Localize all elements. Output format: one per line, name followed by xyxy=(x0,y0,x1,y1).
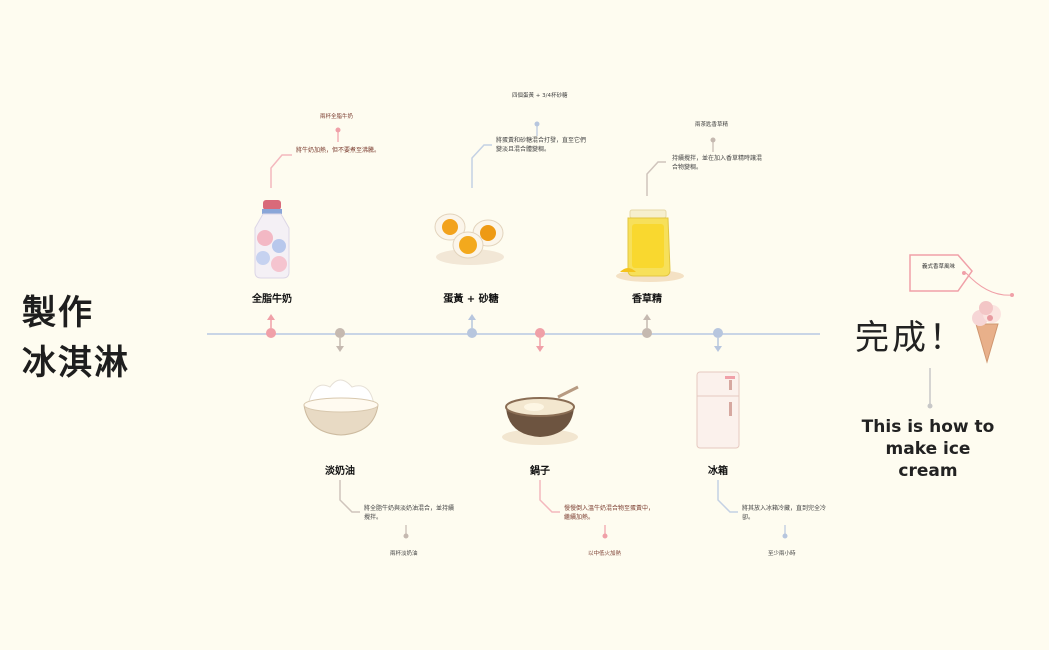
flavor-tag-text: 義式香草風味 xyxy=(922,264,956,270)
step-note-vanilla: 持續攪拌，並在加入香草精時讓混合物變稠。 xyxy=(672,155,763,171)
step-sub-cream: 兩杯淡奶油 xyxy=(390,551,418,557)
milk-bottle-icon xyxy=(254,200,290,279)
marker-eggs xyxy=(467,121,540,338)
step-note-fridge: 將其放入冰箱冷藏，直到完全冷卻。 xyxy=(742,505,827,521)
step-sub-eggs: 四個蛋黃 + 3/4杯砂糖 xyxy=(512,93,568,99)
marker-finish xyxy=(927,368,933,409)
marker-milk xyxy=(266,127,341,338)
step-sub-milk: 兩杯全脂牛奶 xyxy=(320,114,354,120)
pot-icon xyxy=(502,385,579,445)
finish-title: 完成！ xyxy=(855,318,966,358)
step-sub-vanilla: 兩茶匙香草精 xyxy=(695,122,729,128)
cream-bowl-icon xyxy=(303,379,379,436)
marker-pot xyxy=(535,328,608,539)
finish-english-caption: This is how to make ice cream xyxy=(861,417,995,481)
step-note-pot: 慢慢倒入溫牛奶混合物至蛋黃中，繼續加熱。 xyxy=(564,505,655,521)
timeline-axis xyxy=(207,333,820,335)
title-line-1: 製作 xyxy=(22,293,94,333)
egg-yolk-icon xyxy=(434,213,504,265)
step-label-fridge: 冰箱 xyxy=(708,466,728,477)
marker-vanilla xyxy=(642,137,716,338)
page-title: 製作 冰淇淋 xyxy=(22,288,130,388)
ice-cream-cone-icon xyxy=(972,301,1001,364)
step-sub-pot: 以中低火加熱 xyxy=(588,551,622,557)
step-note-cream: 將全脂牛奶與淡奶油混合，並持續攪拌。 xyxy=(364,505,455,521)
step-label-milk: 全脂牛奶 xyxy=(252,294,292,305)
flavor-tag-icon xyxy=(909,254,1014,297)
marker-cream xyxy=(335,328,409,539)
fridge-icon xyxy=(696,371,740,449)
step-label-eggs: 蛋黃 + 砂糖 xyxy=(443,294,499,305)
step-label-vanilla: 香草精 xyxy=(632,294,662,305)
step-note-eggs: 將蛋黃和砂糖混合打發，直至它們變淡且混合體變稠。 xyxy=(496,137,587,153)
vanilla-jar-icon xyxy=(616,209,684,282)
step-sub-fridge: 至少兩小時 xyxy=(768,551,796,557)
step-label-pot: 鍋子 xyxy=(530,466,550,477)
marker-fridge xyxy=(713,328,788,539)
step-note-milk: 將牛奶加熱，但不要煮至沸騰。 xyxy=(296,147,381,154)
title-line-2: 冰淇淋 xyxy=(22,343,130,383)
step-label-cream: 淡奶油 xyxy=(325,466,355,477)
